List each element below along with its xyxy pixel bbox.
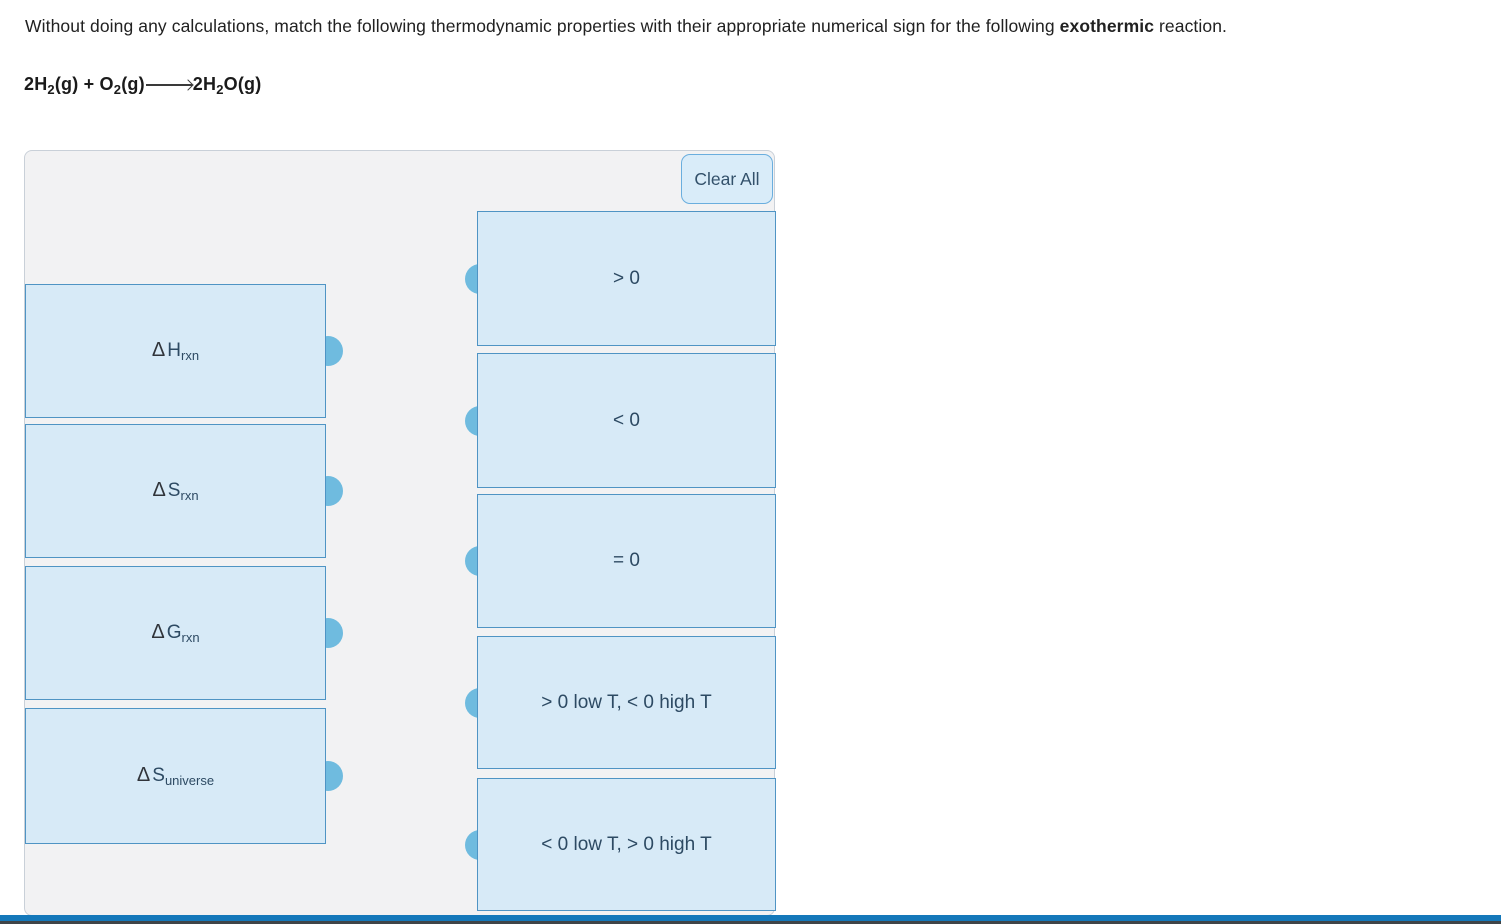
term-symbol: S bbox=[167, 480, 181, 501]
question-prompt: Without doing any calculations, match th… bbox=[25, 16, 1485, 37]
option-box-gt0-low-t-lt0-high-t[interactable]: > 0 low T, < 0 high T bbox=[477, 636, 776, 769]
option-box-lt-0[interactable]: < 0 bbox=[477, 353, 776, 488]
term-subscript: rxn bbox=[181, 348, 200, 363]
clear-all-button[interactable]: Clear All bbox=[681, 154, 773, 204]
bottom-dark-bar bbox=[0, 921, 1501, 924]
term-symbol: G bbox=[166, 622, 182, 643]
prompt-emphasis: exothermic bbox=[1059, 16, 1155, 36]
delta-symbol: Δ bbox=[151, 621, 165, 643]
option-label: = 0 bbox=[613, 550, 640, 571]
reaction-equation: 2H2(g) + O2(g)2H2O(g) bbox=[24, 74, 262, 97]
delta-symbol: Δ bbox=[151, 339, 166, 361]
prompt-text-after: reaction. bbox=[1154, 16, 1228, 36]
bottom-accent-bar bbox=[0, 915, 1501, 921]
option-label: > 0 low T, < 0 high T bbox=[541, 691, 712, 713]
term-subscript: rxn bbox=[181, 630, 200, 645]
term-symbol: S bbox=[152, 765, 165, 786]
delta-symbol: Δ bbox=[152, 479, 166, 501]
term-subscript: rxn bbox=[180, 488, 199, 503]
option-label: > 0 bbox=[613, 267, 640, 289]
option-label: < 0 low T, > 0 high T bbox=[541, 833, 712, 855]
option-box-eq-0[interactable]: = 0 bbox=[477, 494, 776, 628]
option-box-lt0-low-t-gt0-high-t[interactable]: < 0 low T, > 0 high T bbox=[477, 778, 776, 911]
term-symbol: H bbox=[167, 340, 182, 361]
prompt-text-before: Without doing any calculations, match th… bbox=[25, 16, 1060, 36]
option-box-gt-0[interactable]: > 0 bbox=[477, 211, 776, 346]
term-subscript: universe bbox=[164, 773, 215, 788]
delta-symbol: Δ bbox=[136, 764, 151, 786]
option-label: < 0 bbox=[613, 409, 640, 431]
reaction-arrow bbox=[145, 84, 192, 86]
